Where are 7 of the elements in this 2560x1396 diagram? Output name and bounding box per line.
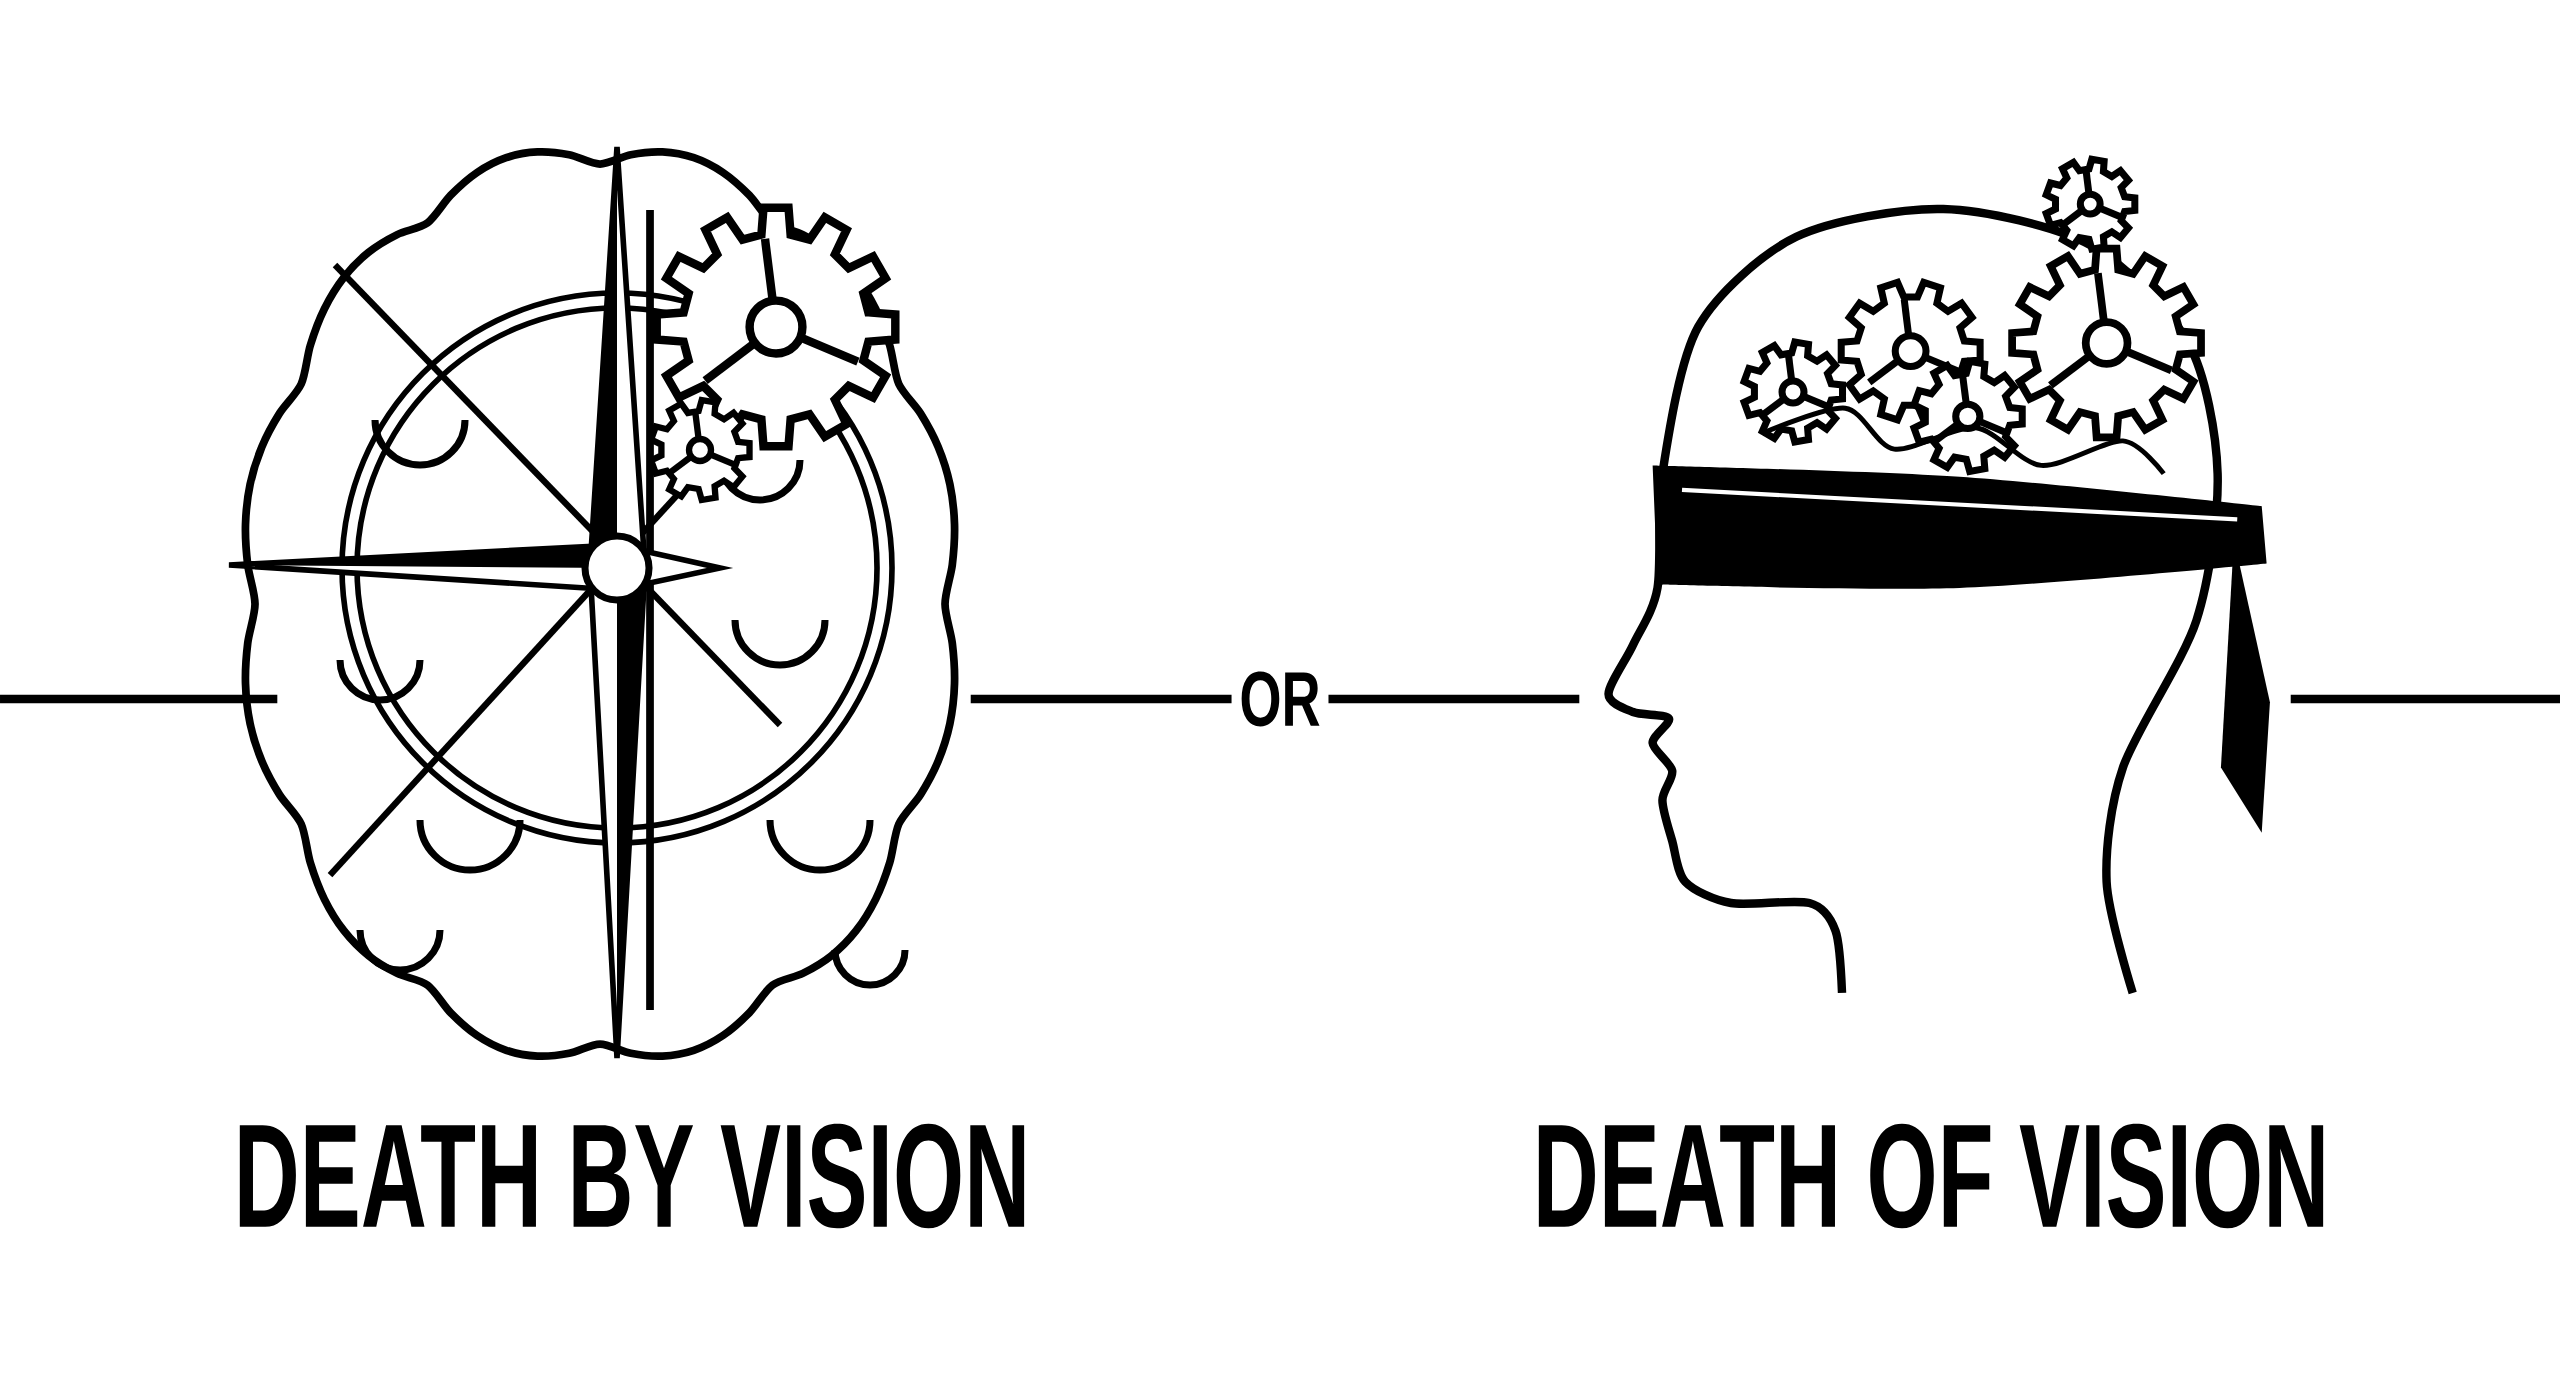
or-text: OR — [1241, 671, 1320, 727]
caption-text: DEATH OF VISION — [1538, 1123, 2324, 1229]
connector-line — [970, 694, 1232, 704]
caption-text: DEATH BY VISION — [239, 1123, 1025, 1229]
connector-line — [1328, 694, 1580, 704]
connector-line — [0, 694, 278, 704]
connector-line — [2290, 694, 2560, 704]
